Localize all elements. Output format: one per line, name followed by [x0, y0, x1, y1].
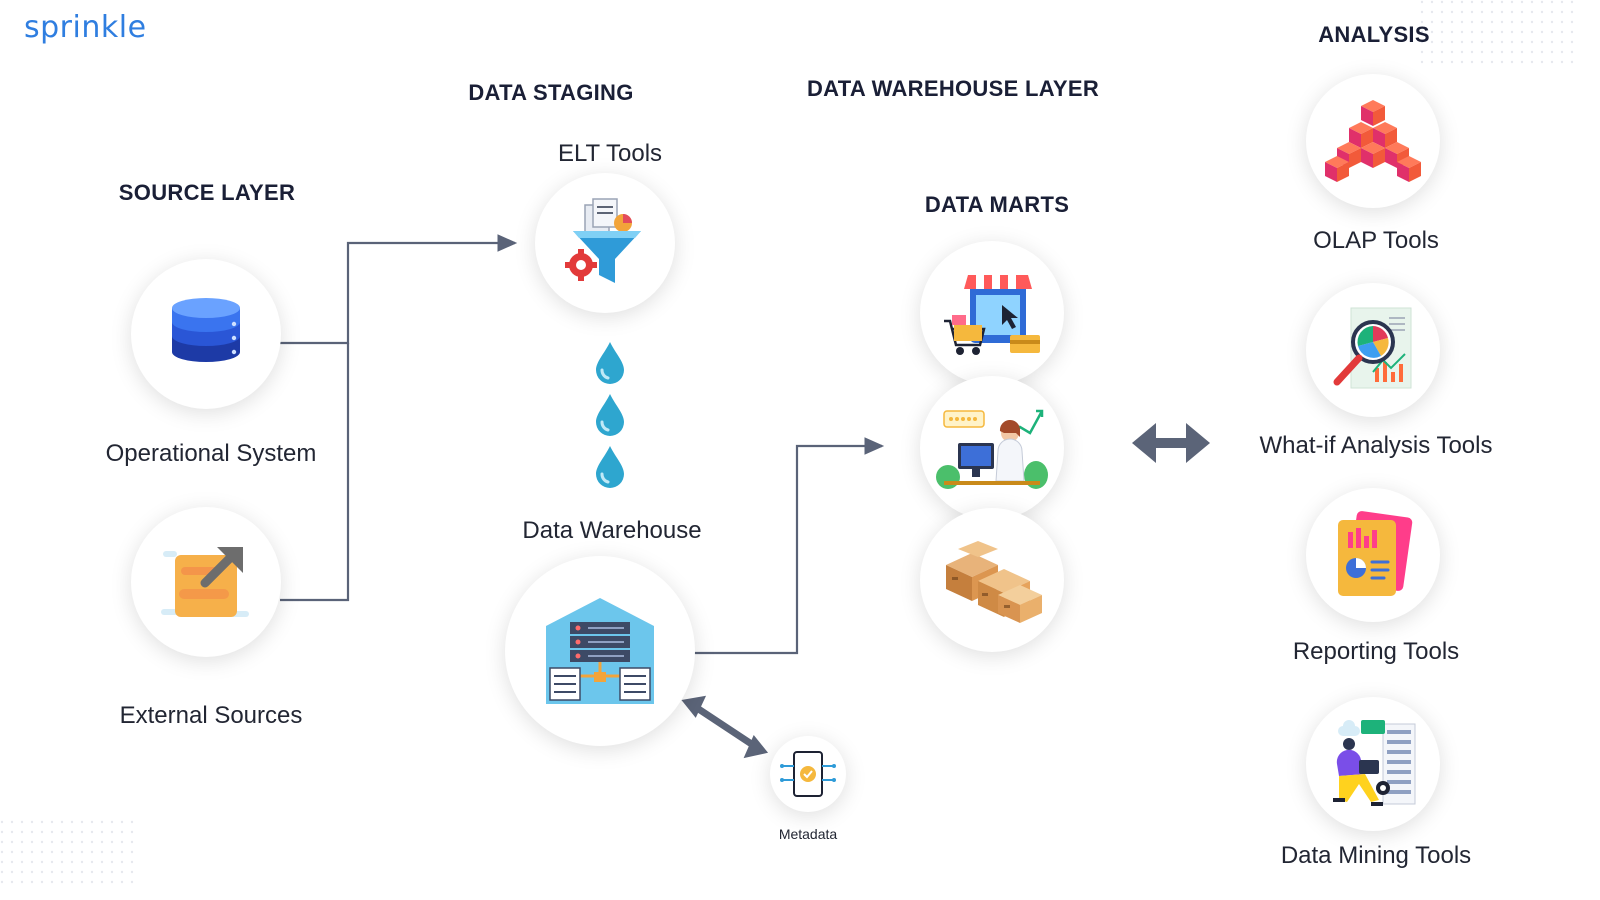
reporting-tools-node — [1306, 488, 1440, 622]
sprinkle-logo: sprinkle — [24, 10, 147, 45]
external-sources-label: External Sources — [119, 702, 303, 729]
metadata-label: Metadata — [778, 826, 838, 842]
data-mart-node-3 — [920, 508, 1064, 652]
external-sources-node — [131, 507, 281, 657]
data-warehouse-layer-heading: DATA WAREHOUSE LAYER — [806, 76, 1100, 101]
data-mining-person-icon — [1333, 720, 1416, 806]
warehouse-metadata-double-arrow — [681, 695, 769, 759]
data-mining-tools-label: Data Mining Tools — [1280, 842, 1472, 869]
external-to-elt-connector — [280, 343, 350, 602]
operational-system-node — [131, 259, 281, 409]
data-warehouse-node — [505, 556, 695, 746]
storefront-cart-icon — [944, 275, 1040, 355]
data-staging-heading: DATA STAGING — [468, 80, 634, 105]
dot-pattern-top-right — [1420, 0, 1580, 70]
data-warehouse-label: Data Warehouse — [522, 517, 702, 544]
marts-analysis-double-arrow — [1132, 423, 1210, 463]
external-link-icon — [161, 547, 249, 617]
metadata-node — [770, 736, 846, 812]
elt-tools-label: ELT Tools — [557, 140, 663, 167]
metadata-chip-icon — [780, 751, 836, 797]
report-document-icon — [1338, 511, 1413, 596]
dot-pattern-bottom-left — [0, 820, 140, 890]
data-mart-node-1 — [920, 241, 1064, 385]
analysis-heading: ANALYSIS — [1318, 22, 1430, 47]
water-drop-icon — [596, 446, 624, 488]
source-layer-heading: SOURCE LAYER — [118, 180, 296, 205]
what-if-analysis-tools-node — [1306, 283, 1440, 417]
reporting-tools-label: Reporting Tools — [1292, 638, 1460, 665]
database-icon — [172, 298, 240, 362]
olap-tools-node — [1306, 74, 1440, 208]
water-drop-icon — [596, 342, 624, 384]
source-to-elt-connector — [280, 234, 518, 345]
warehouse-to-marts-connector — [693, 437, 885, 655]
data-mining-tools-node — [1306, 697, 1440, 831]
operational-system-label: Operational System — [105, 440, 317, 467]
stacked-boxes-icon — [946, 541, 1042, 623]
magnifier-chart-icon — [1333, 307, 1412, 389]
data-mart-node-2 — [920, 376, 1064, 520]
water-drop-icon — [596, 394, 624, 436]
warehouse-server-icon — [546, 598, 654, 704]
elt-tools-node — [535, 173, 675, 313]
funnel-gear-icon — [565, 198, 641, 283]
data-marts-heading: DATA MARTS — [924, 192, 1070, 217]
olap-cubes-icon — [1325, 100, 1421, 182]
support-agent-icon — [936, 409, 1048, 489]
olap-tools-label: OLAP Tools — [1313, 227, 1439, 254]
what-if-analysis-tools-label: What-if Analysis Tools — [1259, 432, 1493, 459]
